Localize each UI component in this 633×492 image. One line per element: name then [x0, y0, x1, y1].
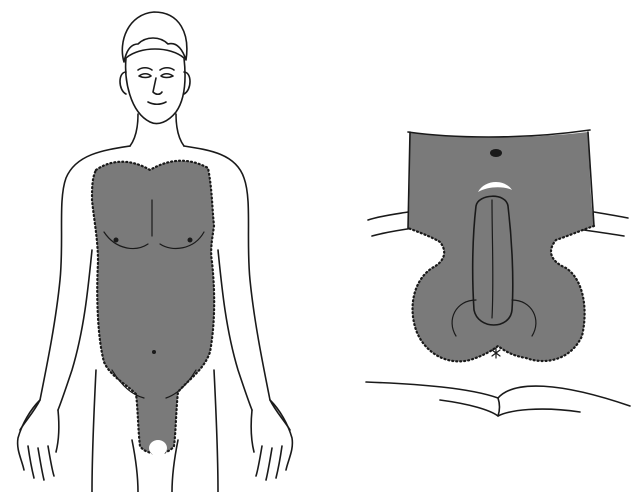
front-highlight [149, 440, 167, 456]
right-inner-arm [218, 250, 252, 410]
right-nipple [188, 238, 193, 243]
neck-right [176, 114, 184, 146]
left-hand [18, 400, 59, 480]
front-shaded-region [92, 161, 214, 454]
left-nipple [114, 238, 119, 243]
left-ear [120, 72, 126, 94]
navel [152, 350, 156, 354]
right-leg [214, 370, 218, 492]
perineal-shaded-region [408, 132, 594, 361]
right-eyebrow [160, 68, 174, 70]
mouth [148, 102, 166, 104]
right-thigh-line [594, 212, 628, 218]
head [126, 49, 185, 124]
right-thigh-line-2 [584, 230, 624, 236]
right-hand [251, 400, 292, 480]
left-thigh-line [368, 212, 408, 220]
inner-left-leg [132, 440, 138, 492]
lower-buttock [440, 400, 580, 416]
left-leg [92, 370, 96, 492]
nose [153, 78, 162, 94]
perineal-view-panel [366, 130, 630, 416]
front-view-panel [18, 12, 293, 492]
left-thigh-line-2 [372, 228, 414, 236]
neck-left [130, 114, 138, 146]
buttock-curve [366, 382, 630, 406]
left-inner-arm [58, 250, 92, 410]
gluteal-cleft [498, 398, 500, 416]
left-eyebrow [138, 68, 152, 70]
left-eye [139, 74, 151, 78]
right-eye [161, 74, 173, 78]
perineal-navel [490, 149, 502, 157]
